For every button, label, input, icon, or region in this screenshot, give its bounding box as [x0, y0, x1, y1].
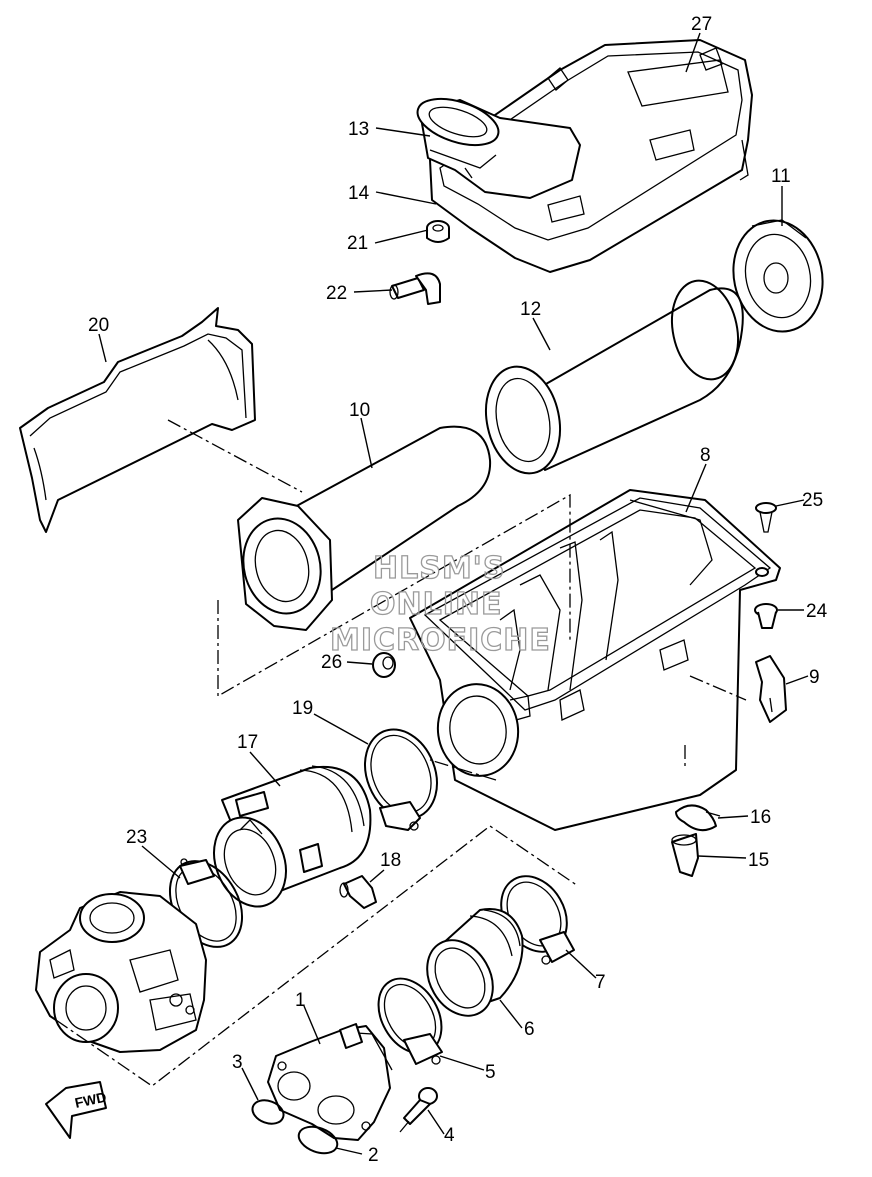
watermark: HLSM'S ONLINE MICROFICHE [329, 550, 551, 658]
callout-12: 12 [520, 299, 541, 320]
part-26-grommet [372, 652, 396, 678]
assembly-guide-lines [55, 419, 747, 1133]
callout-26: 26 [321, 652, 342, 673]
callout-18: 18 [380, 850, 401, 871]
part-3-o-ring [251, 1099, 285, 1125]
part-20-shield-plate [19, 307, 256, 533]
watermark-line-3: MICROFICHE [330, 623, 551, 658]
part-2-o-ring [297, 1125, 339, 1155]
part-13-inlet-duct [416, 97, 581, 199]
callout-13: 13 [348, 119, 369, 140]
callout-22: 22 [326, 283, 347, 304]
part-25-screw [755, 502, 777, 533]
part-15-drain-cap [671, 833, 699, 877]
part-18-hose-nipple [339, 875, 377, 909]
part-19-clamp [364, 728, 438, 831]
part-12-outer-filter [485, 279, 744, 475]
part-5-clamp [377, 977, 443, 1065]
part-22-drain-pipe [389, 272, 441, 305]
part-16-spring [675, 804, 721, 832]
callout-11: 11 [771, 166, 791, 187]
callout-24: 24 [806, 601, 828, 622]
callout-4: 4 [444, 1125, 455, 1146]
callout-10: 10 [349, 400, 370, 421]
callout-23: 23 [126, 827, 147, 848]
callout-3: 3 [232, 1052, 243, 1073]
callout-8: 8 [700, 445, 711, 466]
fwd-direction-arrow: FWD [45, 1081, 108, 1139]
callout-19: 19 [292, 698, 313, 719]
callout-25: 25 [802, 490, 823, 511]
watermark-line-2: ONLINE [370, 587, 503, 622]
callout-17: 17 [237, 732, 258, 753]
callout-15: 15 [748, 850, 769, 871]
part-10-inner-filter [237, 425, 492, 631]
part-4-bolt [403, 1087, 438, 1125]
callout-9: 9 [809, 667, 820, 688]
leader-lines [98, 32, 809, 1155]
callout-6: 6 [524, 1019, 535, 1040]
watermark-line-1: HLSM'S [373, 551, 505, 586]
callout-14: 14 [348, 183, 370, 204]
callout-20: 20 [88, 315, 109, 336]
part-1-intake-manifold [267, 1023, 393, 1141]
callout-16: 16 [750, 807, 771, 828]
part-24-nut [754, 603, 778, 629]
part-6-joint [426, 908, 524, 1017]
callout-1: 1 [295, 990, 306, 1011]
callout-labels: 27 13 14 11 21 22 12 20 10 8 25 24 26 9 … [88, 14, 828, 1166]
callout-5: 5 [485, 1062, 496, 1083]
part-21-grommet [426, 220, 450, 243]
part-8-airbox-case [409, 489, 781, 831]
carburetor-assembly [35, 891, 207, 1053]
part-17-joint-hose [213, 765, 372, 908]
fwd-label: FWD [73, 1089, 108, 1111]
callout-27: 27 [691, 14, 712, 35]
part-9-clip [755, 655, 787, 723]
part-11-filter-cap [732, 219, 824, 333]
callout-2: 2 [368, 1145, 379, 1166]
callout-21: 21 [347, 233, 368, 254]
callout-7: 7 [595, 972, 606, 993]
